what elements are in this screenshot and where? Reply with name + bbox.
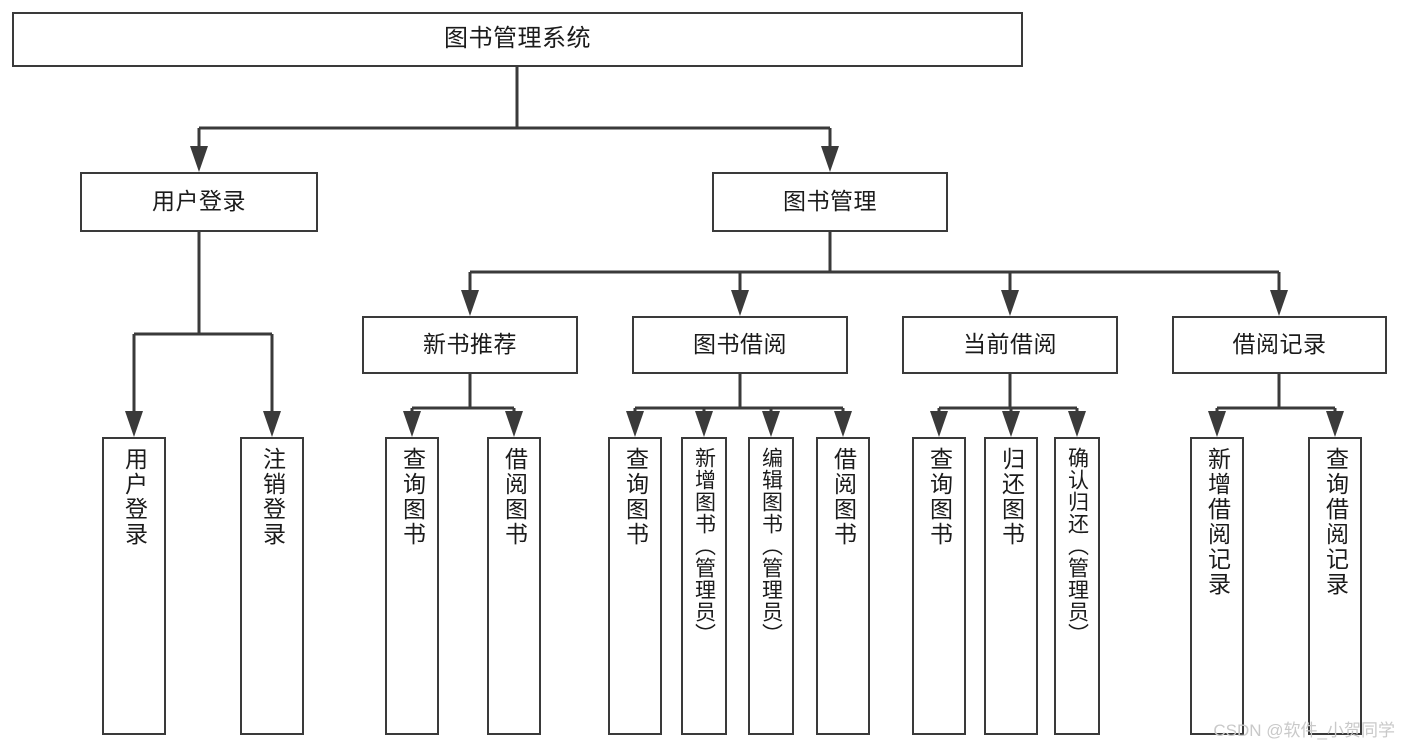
node-leaf-user-login[interactable]: 用户登录 bbox=[102, 437, 166, 735]
arrow-head-icon bbox=[1002, 411, 1020, 437]
node-current-borrow[interactable]: 当前借阅 bbox=[902, 316, 1118, 374]
node-label: 注销登录 bbox=[259, 447, 286, 547]
node-label: 查询借阅记录 bbox=[1322, 447, 1349, 597]
arrow-head-icon bbox=[1208, 411, 1226, 437]
node-leaf-borrow-query[interactable]: 查询图书 bbox=[608, 437, 662, 735]
node-leaf-cur-confirm[interactable]: 确认归还（管理员） bbox=[1054, 437, 1100, 735]
node-leaf-borrow-lend[interactable]: 借阅图书 bbox=[816, 437, 870, 735]
node-leaf-rec-add[interactable]: 新增借阅记录 bbox=[1190, 437, 1244, 735]
node-leaf-cur-return[interactable]: 归还图书 bbox=[984, 437, 1038, 735]
node-leaf-borrow-add[interactable]: 新增图书（管理员） bbox=[681, 437, 727, 735]
node-label: 查询图书 bbox=[622, 447, 649, 547]
node-borrow-record[interactable]: 借阅记录 bbox=[1172, 316, 1387, 374]
arrow-head-icon bbox=[125, 411, 143, 437]
node-label: 图书借阅 bbox=[693, 331, 787, 358]
node-new-book-rec[interactable]: 新书推荐 bbox=[362, 316, 578, 374]
arrow-head-icon bbox=[626, 411, 644, 437]
node-label: 新增借阅记录 bbox=[1204, 447, 1231, 597]
node-label: 新书推荐 bbox=[423, 331, 517, 358]
node-book-manage[interactable]: 图书管理 bbox=[712, 172, 948, 232]
arrow-head-icon bbox=[1068, 411, 1086, 437]
arrow-head-icon bbox=[1270, 290, 1288, 316]
node-leaf-rec-borrow[interactable]: 借阅图书 bbox=[487, 437, 541, 735]
node-root-system[interactable]: 图书管理系统 bbox=[12, 12, 1023, 67]
node-label: 当前借阅 bbox=[963, 331, 1057, 358]
arrow-head-icon bbox=[1001, 290, 1019, 316]
arrow-head-icon bbox=[834, 411, 852, 437]
node-label: 借阅图书 bbox=[501, 447, 528, 547]
node-leaf-rec-search[interactable]: 查询借阅记录 bbox=[1308, 437, 1362, 735]
arrow-head-icon bbox=[762, 411, 780, 437]
node-label: 新增图书（管理员） bbox=[692, 447, 716, 645]
node-leaf-user-logout[interactable]: 注销登录 bbox=[240, 437, 304, 735]
arrow-head-icon bbox=[461, 290, 479, 316]
node-user-login[interactable]: 用户登录 bbox=[80, 172, 318, 232]
arrow-head-icon bbox=[263, 411, 281, 437]
node-leaf-cur-query[interactable]: 查询图书 bbox=[912, 437, 966, 735]
node-label: 图书管理 bbox=[783, 188, 877, 215]
node-label: 用户登录 bbox=[152, 188, 246, 215]
arrow-head-icon bbox=[731, 290, 749, 316]
arrow-head-icon bbox=[821, 146, 839, 172]
node-leaf-borrow-edit[interactable]: 编辑图书（管理员） bbox=[748, 437, 794, 735]
arrow-head-icon bbox=[1326, 411, 1344, 437]
watermark-label: CSDN @软件_小贺同学 bbox=[1213, 721, 1395, 740]
node-label: 归还图书 bbox=[998, 447, 1025, 547]
node-label: 图书管理系统 bbox=[444, 25, 591, 53]
node-label: 用户登录 bbox=[121, 447, 148, 547]
node-leaf-rec-query[interactable]: 查询图书 bbox=[385, 437, 439, 735]
arrow-head-icon bbox=[403, 411, 421, 437]
arrow-head-icon bbox=[505, 411, 523, 437]
arrow-head-icon bbox=[695, 411, 713, 437]
node-label: 编辑图书（管理员） bbox=[759, 447, 783, 645]
node-label: 确认归还（管理员） bbox=[1065, 447, 1089, 645]
node-label: 查询图书 bbox=[399, 447, 426, 547]
arrow-head-icon bbox=[930, 411, 948, 437]
node-book-borrow[interactable]: 图书借阅 bbox=[632, 316, 848, 374]
arrow-head-icon bbox=[190, 146, 208, 172]
node-label: 借阅图书 bbox=[830, 447, 857, 547]
node-label: 借阅记录 bbox=[1232, 331, 1327, 358]
node-label: 查询图书 bbox=[926, 447, 953, 547]
